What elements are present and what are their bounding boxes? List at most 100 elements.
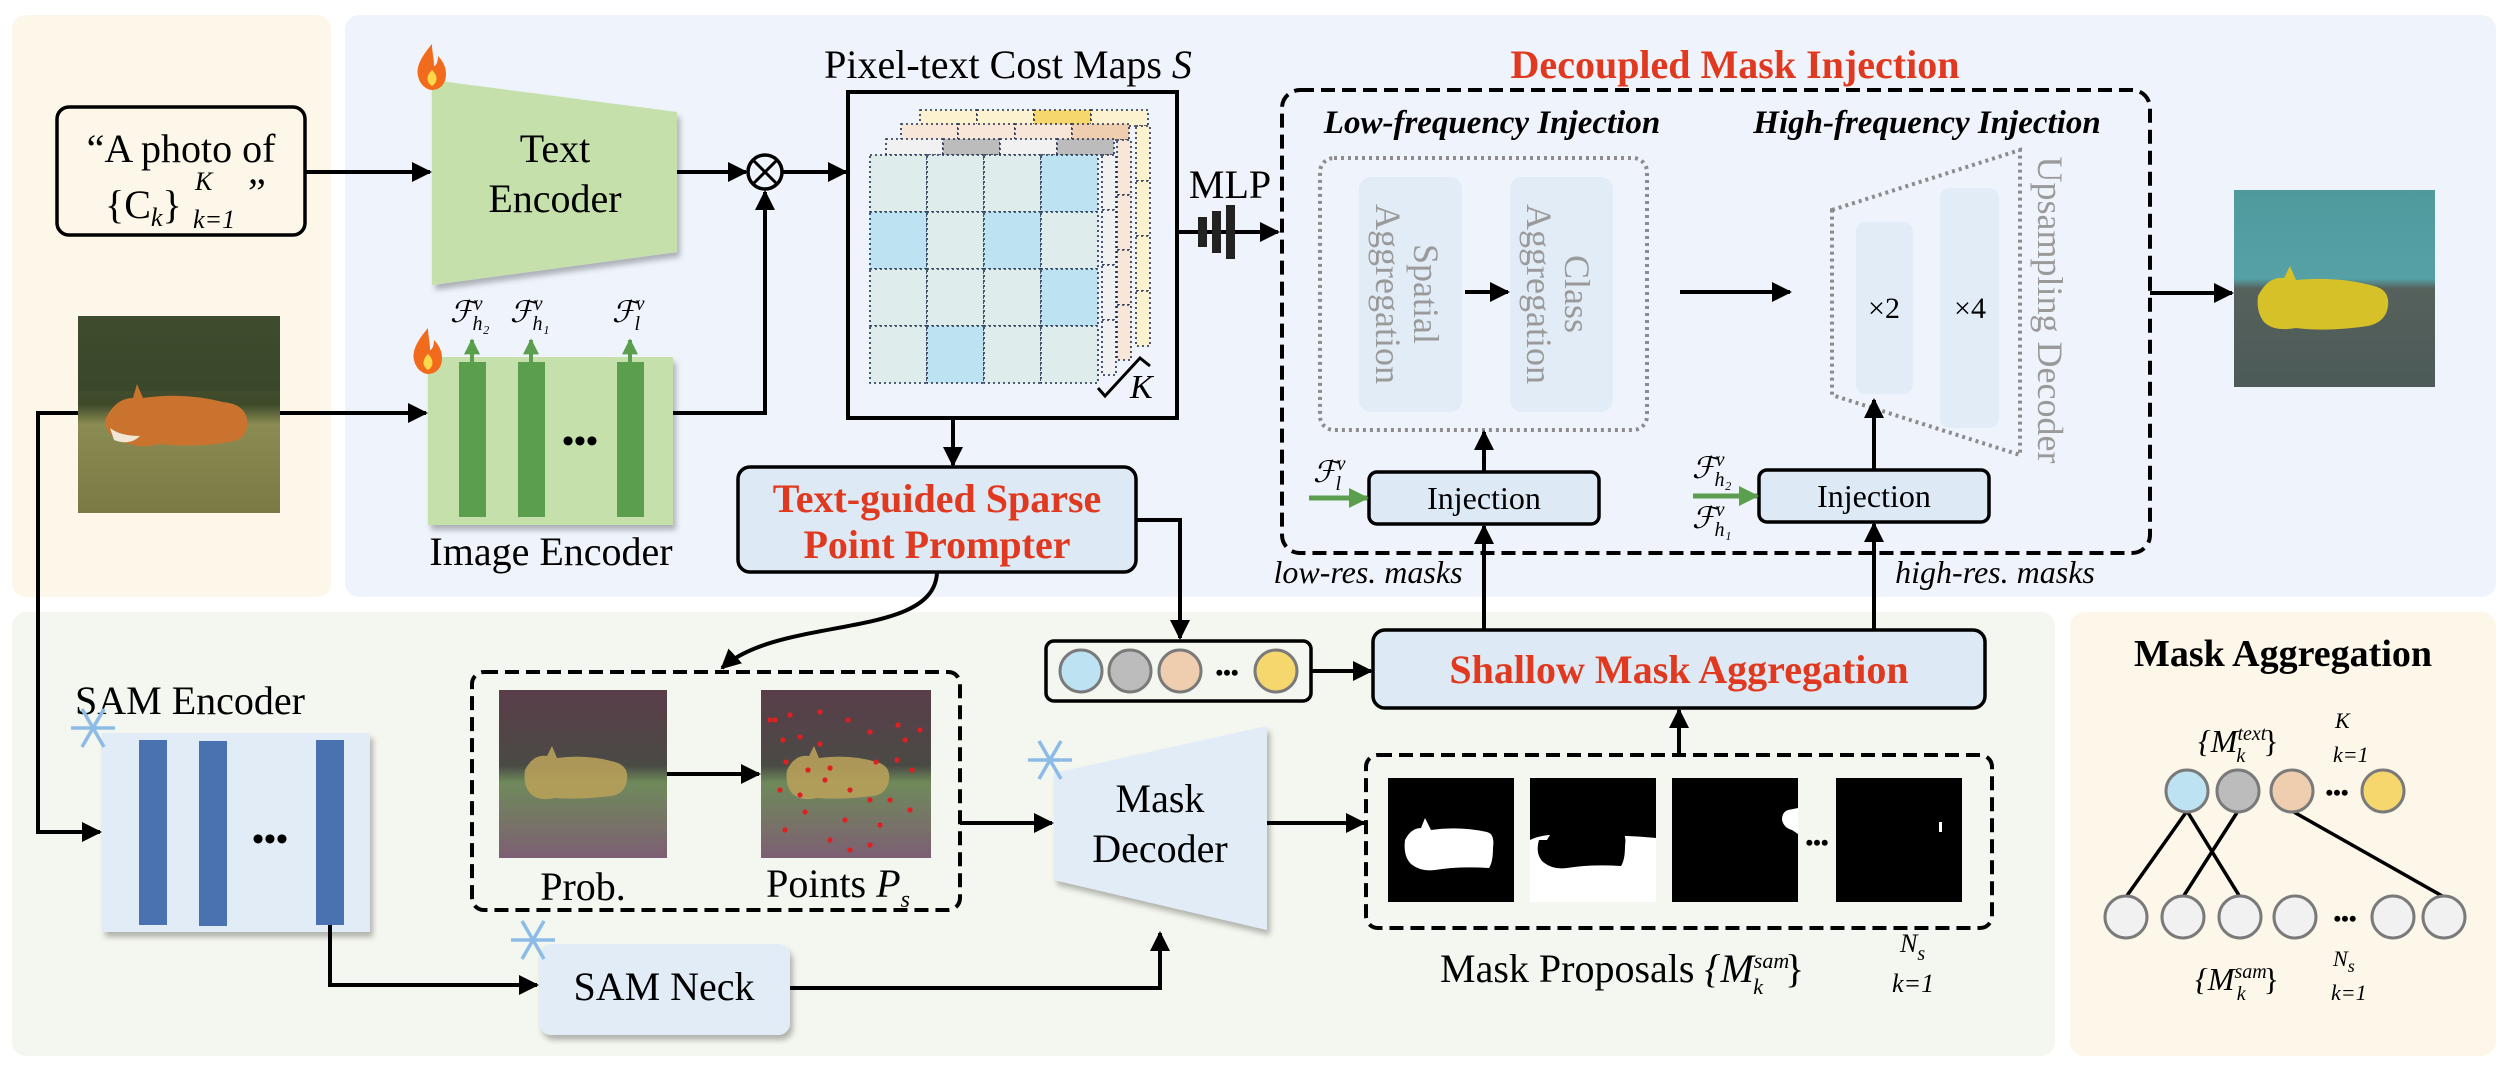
cost-map-cell <box>869 325 928 384</box>
cost-map-cell <box>869 268 928 327</box>
sam-encoder-layer <box>316 740 344 925</box>
cost-maps: K <box>846 90 1179 420</box>
sam-neck: SAM Neck <box>539 944 790 1035</box>
output-image <box>2234 190 2435 387</box>
mask-sam-sup: Ns <box>2332 946 2355 976</box>
sam-encoder-layer <box>139 740 167 925</box>
svg-text:Aggregation: Aggregation <box>1368 204 1408 384</box>
encoder-layer <box>617 362 644 517</box>
sam-mask-node <box>2370 894 2416 940</box>
mask-text-sub: k=1 <box>2333 742 2369 767</box>
prompt-point <box>827 837 833 843</box>
svg-text:Spatial: Spatial <box>1406 244 1446 344</box>
cost-map-layer-cell <box>1135 290 1151 347</box>
aggregation-link <box>2291 809 2445 899</box>
cost-map-cell <box>926 325 985 384</box>
prompt-points-box <box>470 670 962 912</box>
upsample-x4-label: ×4 <box>1954 292 1986 325</box>
text-encoder: Text Encoder <box>432 80 677 285</box>
token-ellipsis: ••• <box>1215 660 1238 685</box>
high-res-masks-label: high-res. masks <box>1895 554 2095 590</box>
image-encoder: ••• Image Encoder <box>428 338 673 574</box>
prompt-point <box>822 777 828 783</box>
sam-neck-label: SAM Neck <box>573 964 754 1009</box>
sam-encoder-ellipsis: ••• <box>252 821 288 858</box>
spatial-aggregation-label: Spatial Aggregation <box>1368 204 1446 384</box>
cost-map-layer-cell <box>1135 125 1151 182</box>
aggregation-link <box>2185 810 2242 898</box>
prompt-point <box>817 741 823 747</box>
cost-map-cell <box>983 325 1042 384</box>
mask-proposal <box>1672 778 1798 902</box>
svg-text:Upsampling Decoder: Upsampling Decoder <box>2030 157 2070 464</box>
cost-map-layer-cell <box>1101 264 1117 321</box>
prompt-point <box>777 787 783 793</box>
decoupled-box <box>1280 88 2152 555</box>
text-encoder-label-1: Text <box>520 126 591 171</box>
prompt-point <box>877 822 883 828</box>
upsample-x4-block <box>1940 188 1999 428</box>
cost-map-layer-cell <box>1116 304 1132 361</box>
text-prompt-box: “A photo of {Ck} K k=1 ” <box>55 105 307 237</box>
cost-map-layer-cell <box>942 138 1001 156</box>
bottom-ellipsis: ••• <box>2333 906 2356 931</box>
prompt-point <box>917 727 923 733</box>
prompt-point <box>873 759 879 765</box>
mask-proposals-sup: Ns <box>1899 929 1925 965</box>
prompt-close-quote: ” <box>248 170 266 215</box>
prompt-point <box>894 757 900 763</box>
sam-mask-node <box>2160 894 2206 940</box>
cost-map-cell <box>926 211 985 270</box>
points-image <box>761 690 931 858</box>
upsample-x2-block <box>1856 222 1913 394</box>
fire-icon <box>417 44 446 90</box>
prompt-point <box>817 709 823 715</box>
cost-map-layer-cell <box>1135 180 1151 237</box>
cost-map-cell <box>869 154 928 213</box>
mask-text-sup: K <box>2334 708 2351 733</box>
mask-proposal <box>1530 778 1656 902</box>
cost-map-layer-cell <box>1056 138 1115 156</box>
prompt-point <box>887 797 893 803</box>
prompt-point <box>787 712 793 718</box>
cost-map-layer-cell <box>957 123 1016 141</box>
mlp-label: MLP <box>1189 162 1271 207</box>
cost-map-cell <box>1040 268 1099 327</box>
cost-map-layer-cell <box>900 123 959 141</box>
upsampling-decoder-label: Upsampling Decoder <box>2030 157 2070 464</box>
cost-depth-label: K <box>1129 369 1155 406</box>
prompt-point <box>805 767 811 773</box>
aggregation-link <box>2181 810 2240 898</box>
cost-map-layer-cell <box>1101 319 1117 376</box>
encoder-layer <box>459 362 486 517</box>
prompt-sup: K <box>194 167 214 196</box>
text-mask-node <box>2360 768 2406 814</box>
class-aggregation-label: Class Aggregation <box>1519 204 1597 384</box>
svg-text:Aggregation: Aggregation <box>1519 204 1559 384</box>
decoupled-title: Decoupled Mask Injection <box>1511 42 1960 87</box>
prompt-point <box>867 729 873 735</box>
low-res-masks-label: low-res. masks <box>1273 554 1462 590</box>
cost-map-layer-cell <box>885 138 944 156</box>
prompter-label-2: Point Prompter <box>804 522 1071 567</box>
cost-map-layer-cell <box>1101 209 1117 266</box>
mask-proposal <box>1836 778 1962 902</box>
cost-map-cell <box>926 154 985 213</box>
text-mask-node <box>2164 768 2210 814</box>
token-circle <box>1253 648 1299 694</box>
prompt-point <box>847 787 853 793</box>
prompter-label-1: Text-guided Sparse <box>773 476 1102 521</box>
mask-aggregation-graph: •••••• <box>2103 768 2467 940</box>
multiply-operator <box>746 153 784 191</box>
svg-text:Class: Class <box>1557 255 1597 333</box>
cost-map-layer-cell <box>1116 139 1132 196</box>
